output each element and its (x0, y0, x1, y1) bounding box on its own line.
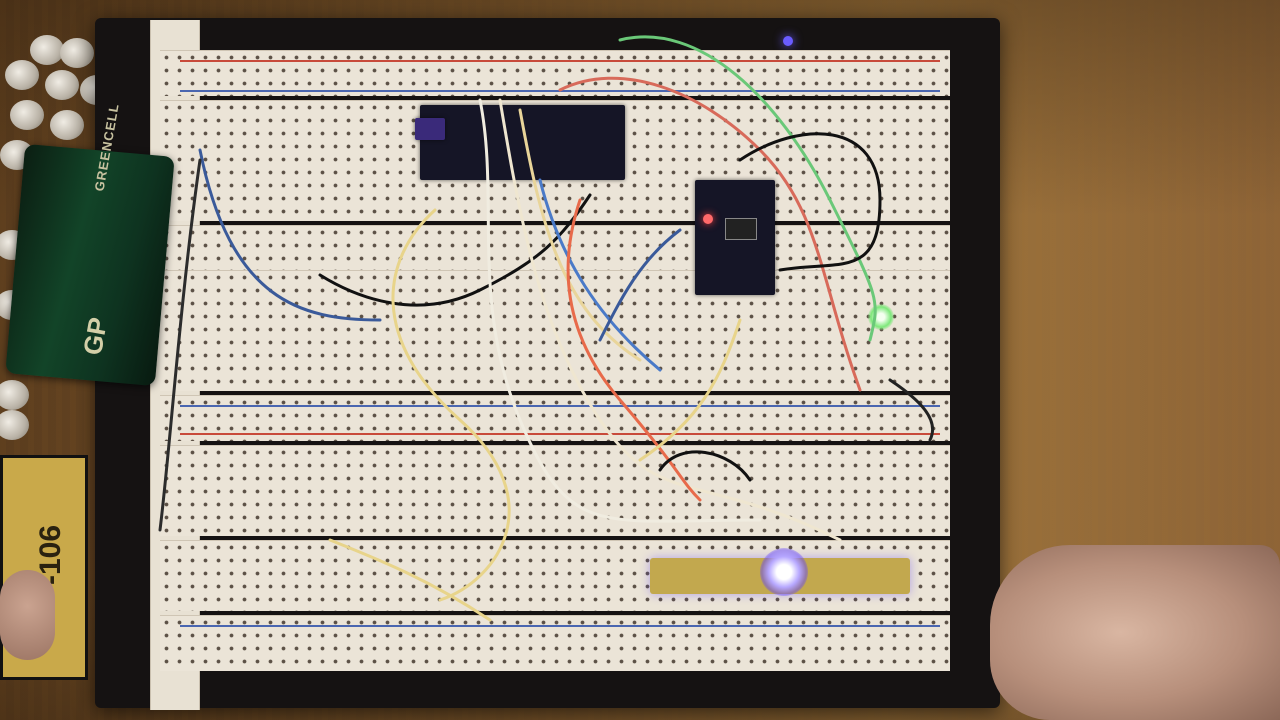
right-hand (990, 545, 1280, 720)
rail-line-red (180, 60, 940, 62)
microcontroller-board (420, 105, 625, 180)
sensor-chip (725, 218, 757, 240)
breadboard-rail-2 (160, 225, 950, 271)
breadboard-terminal-strip-2 (160, 270, 950, 391)
usb-connector (415, 118, 445, 140)
9v-battery: GREENCELL GP (5, 102, 175, 387)
left-finger (0, 570, 55, 660)
green-led (868, 304, 894, 330)
rail-line-blue (180, 90, 940, 92)
breadboard-terminal-strip-3 (160, 445, 950, 536)
terminal-block (0, 30, 115, 450)
sensor-red-led (703, 214, 713, 224)
blue-indicator-light (783, 36, 793, 46)
rail-line-red (180, 433, 940, 435)
breadboard-rail-bottom (160, 615, 950, 671)
blue-led (760, 548, 808, 596)
battery-brand: GP (77, 315, 114, 358)
rail-line-blue (180, 625, 940, 627)
rail-line-blue (180, 405, 940, 407)
